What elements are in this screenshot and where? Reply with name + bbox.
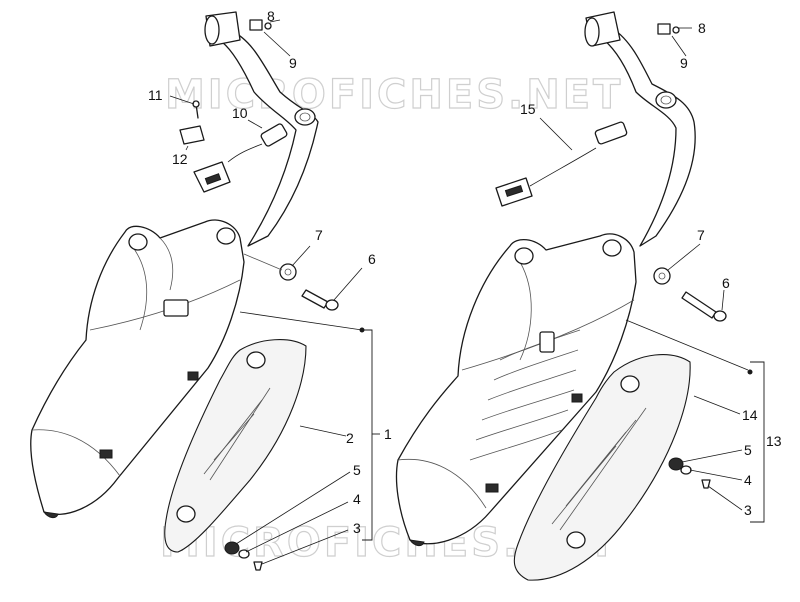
right-washer-bolt	[653, 267, 727, 322]
left-exhaust-pipe	[204, 11, 319, 247]
callout-right-15: 15	[520, 101, 536, 117]
callout-right-4: 4	[744, 472, 752, 488]
callout-left-11: 11	[148, 87, 163, 103]
callout-right-14: 14	[742, 407, 758, 423]
callout-left-12: 12	[172, 151, 188, 167]
callout-left-2: 2	[346, 430, 354, 446]
callout-right-9: 9	[680, 55, 688, 71]
left-muffler	[30, 219, 245, 519]
callout-right-6: 6	[722, 275, 730, 291]
callout-left-10: 10	[232, 105, 248, 121]
callout-left-3: 3	[353, 520, 361, 536]
right-heat-shield	[513, 354, 691, 581]
left-washer-bolt	[243, 253, 339, 311]
left-assembly: 8 9 11 10 12 7 6 1 2 5 4 3	[30, 8, 392, 571]
right-muffler	[395, 233, 637, 547]
callout-left-6: 6	[368, 251, 376, 267]
right-oxygen-sensor	[495, 121, 628, 207]
callout-right-13: 13	[766, 433, 782, 449]
right-hardware	[668, 457, 711, 489]
left-clip	[179, 100, 205, 145]
left-gasket	[249, 19, 272, 31]
right-assembly: 8 9 15 7 6 14 13 5 4 3	[395, 11, 782, 581]
callout-left-9: 9	[289, 55, 297, 71]
left-heat-shield	[164, 339, 307, 553]
callout-right-5: 5	[744, 442, 752, 458]
callout-left-1: 1	[384, 426, 392, 442]
callout-left-7: 7	[315, 227, 323, 243]
callout-right-3: 3	[744, 502, 752, 518]
callout-right-8: 8	[698, 20, 706, 36]
right-exhaust-pipe	[584, 11, 696, 247]
callout-left-5: 5	[353, 462, 361, 478]
right-gasket	[657, 23, 680, 35]
callout-right-7: 7	[697, 227, 705, 243]
callout-left-8: 8	[267, 8, 275, 24]
watermark-top: MICROFICHES.NET	[165, 72, 623, 118]
left-oxygen-sensor	[193, 123, 288, 193]
callout-left-4: 4	[353, 491, 361, 507]
